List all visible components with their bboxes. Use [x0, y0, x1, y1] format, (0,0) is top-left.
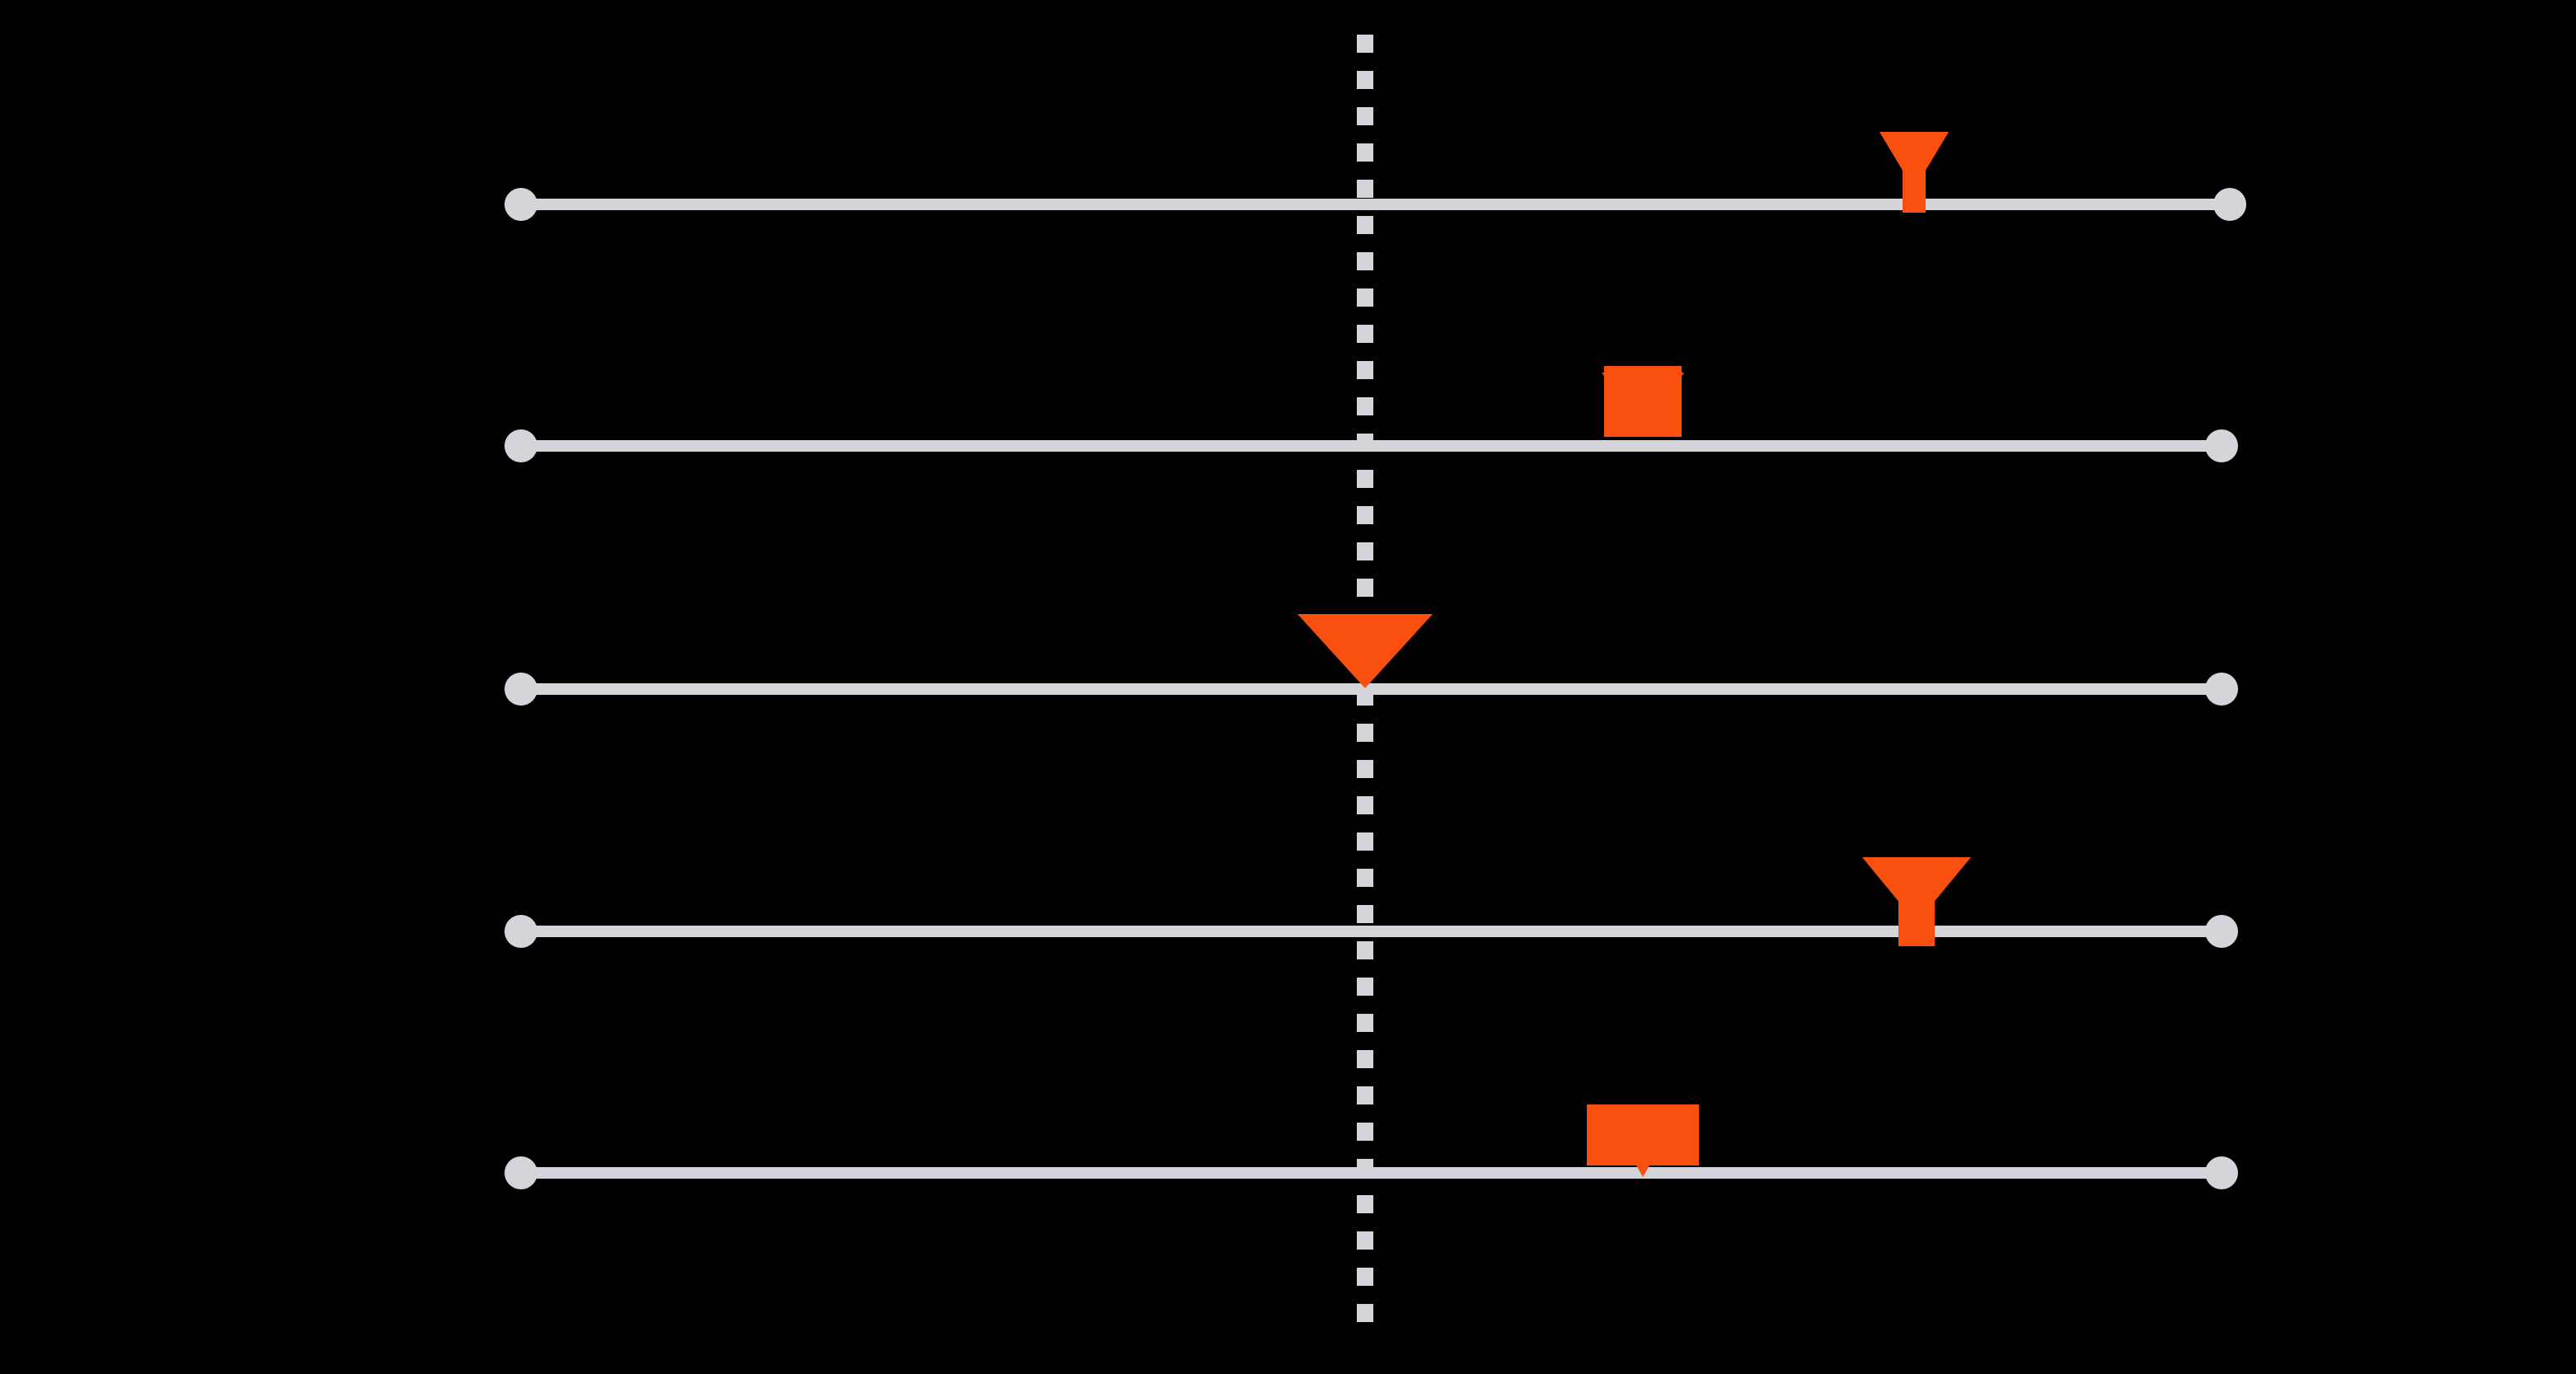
range-track-4[interactable] — [0, 907, 2576, 956]
track-handle-left-4[interactable] — [504, 915, 537, 948]
track-handle-left-1[interactable] — [504, 188, 537, 221]
range-track-5[interactable] — [0, 1148, 2576, 1198]
track-line-1[interactable] — [521, 199, 2230, 210]
track-handle-right-1[interactable] — [2213, 188, 2246, 221]
marker-triangle-2 — [1602, 373, 1684, 432]
track-handle-right-5[interactable] — [2205, 1156, 2238, 1189]
track-handle-left-2[interactable] — [504, 429, 537, 462]
marker-triangle-3 — [1297, 614, 1433, 688]
track-handle-right-4[interactable] — [2205, 915, 2238, 948]
track-handle-left-5[interactable] — [504, 1156, 537, 1189]
track-line-2[interactable] — [521, 440, 2222, 452]
track-line-4[interactable] — [521, 926, 2222, 937]
track-handle-right-3[interactable] — [2205, 673, 2238, 706]
marker-triangle-5 — [1602, 1104, 1684, 1177]
range-track-2[interactable] — [0, 421, 2576, 471]
marker-triangle-1 — [1879, 132, 1949, 190]
track-line-5[interactable] — [521, 1167, 2222, 1179]
marker-triangle-4 — [1862, 857, 1971, 923]
track-handle-right-2[interactable] — [2205, 429, 2238, 462]
range-track-1[interactable] — [0, 180, 2576, 229]
track-line-3[interactable] — [521, 683, 2222, 695]
track-handle-left-3[interactable] — [504, 673, 537, 706]
range-track-3[interactable] — [0, 664, 2576, 714]
